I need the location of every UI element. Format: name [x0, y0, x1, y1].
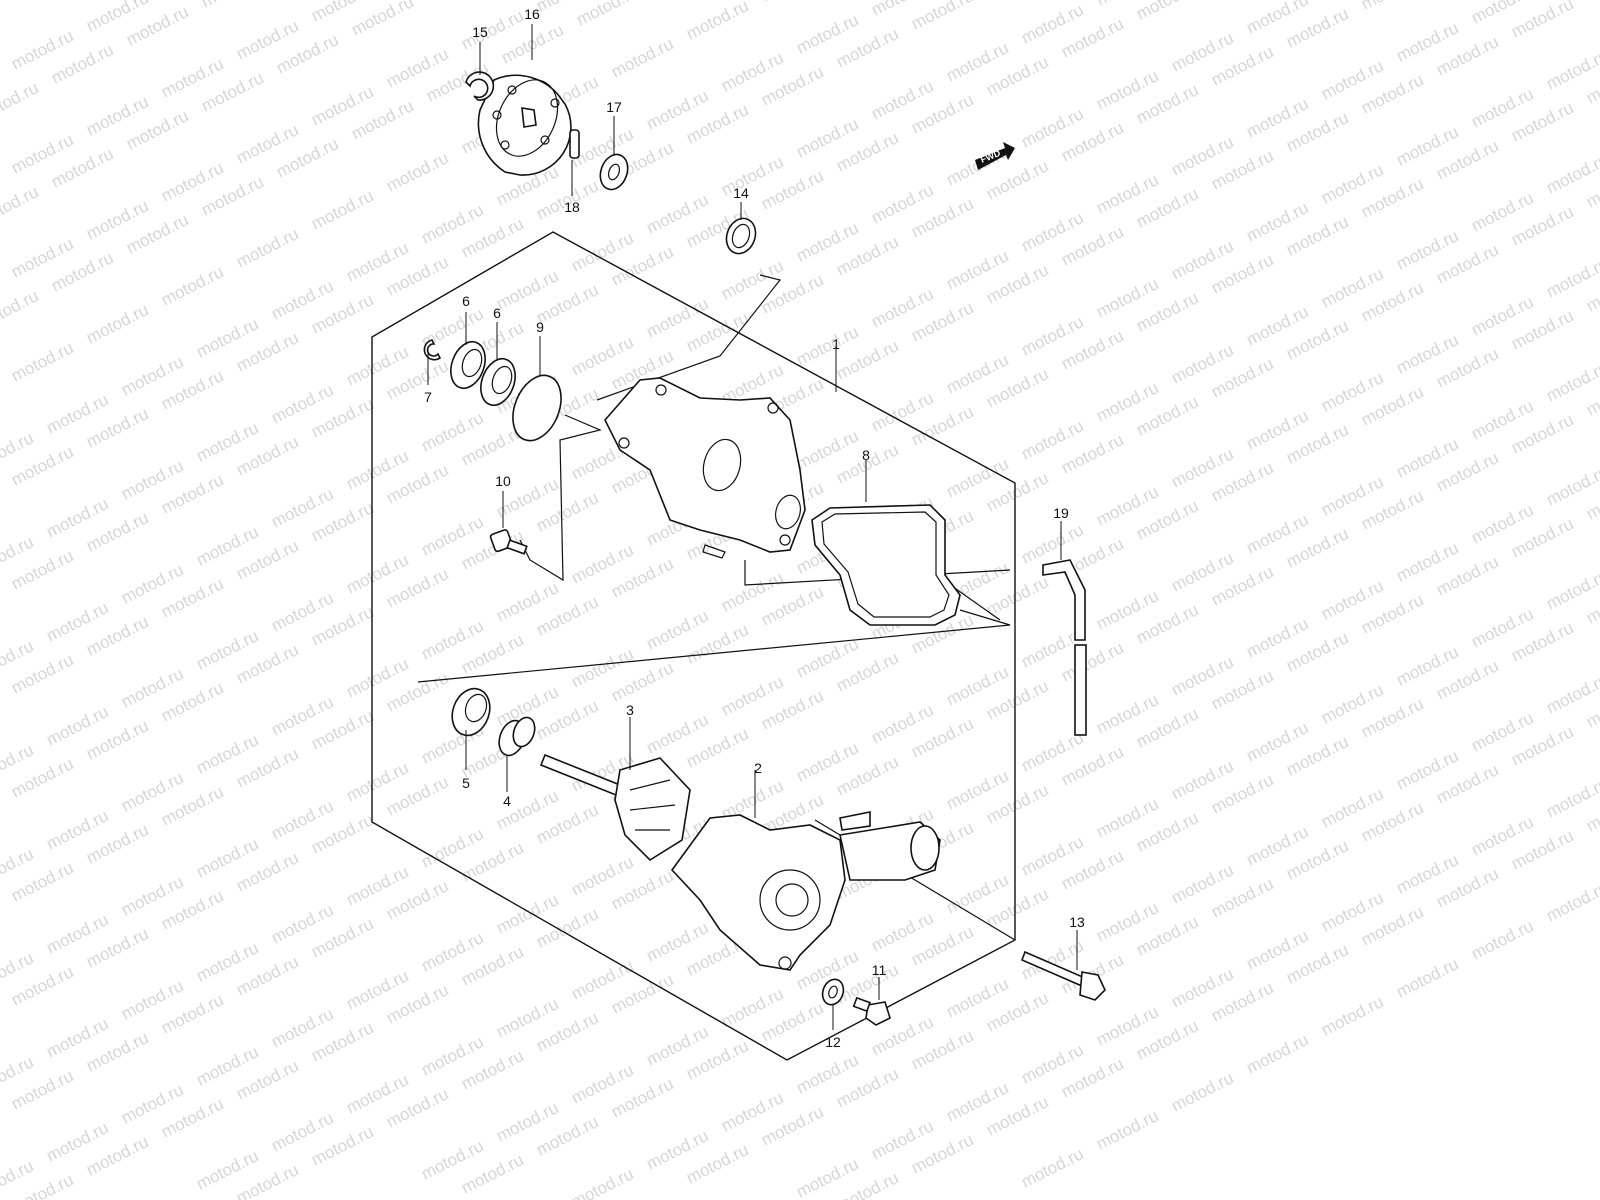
callout-label-10: 10	[495, 473, 511, 489]
callout-label-12: 12	[825, 1034, 841, 1050]
pin-part	[569, 129, 580, 159]
watermark-text: motod.ru	[0, 286, 42, 333]
pump-cover-part	[670, 811, 941, 971]
callout-label-11: 11	[872, 962, 887, 978]
bearing-6b-part	[480, 357, 516, 407]
watermark-text: motod.ru	[0, 78, 42, 125]
watermark-text: motod.ru	[573, 0, 641, 30]
washer-17-part	[599, 153, 629, 191]
callout-label-3: 3	[626, 702, 634, 718]
bolt-11-part	[852, 996, 891, 1026]
watermark-text: motod.ru	[308, 186, 376, 233]
watermark-text: motod.ru	[608, 34, 676, 81]
hose-19-part	[1042, 559, 1087, 736]
watermark-text: motod.ru	[383, 148, 451, 195]
watermark-text: motod.ru	[1358, 0, 1426, 14]
callout-label-8: 8	[862, 447, 870, 463]
watermark-text: motod.ru	[1093, 1106, 1161, 1153]
watermark-text: motod.ru	[1583, 0, 1600, 4]
impeller-3-part	[539, 753, 691, 862]
watermark-text: motod.ru	[348, 0, 416, 40]
callout-label-5: 5	[462, 775, 470, 791]
watermark-text: motod.ru	[758, 0, 826, 6]
gasket-8-part	[811, 504, 961, 626]
watermark-text: motod.ru	[8, 338, 76, 385]
sprocket-part	[477, 74, 572, 176]
watermark-text: motod.ru	[1243, 1030, 1311, 1077]
watermark-text: motod.ru	[233, 224, 301, 271]
watermark-text: motod.ru	[908, 0, 976, 34]
watermark-text: motod.ru	[1393, 954, 1461, 1001]
callout-label-15: 15	[472, 24, 488, 40]
watermark-text: motod.ru	[1468, 916, 1536, 963]
callout-label-18: 18	[564, 199, 580, 215]
callout-label-19: 19	[1053, 505, 1069, 521]
callout-label-16: 16	[524, 6, 540, 22]
watermark-text: motod.ru	[683, 0, 751, 44]
callout-label-1: 1	[832, 336, 840, 352]
watermark-text: motod.ru	[1168, 1068, 1236, 1115]
watermark-text: motod.ru	[158, 262, 226, 309]
watermark-text: motod.ru	[1318, 992, 1386, 1039]
callout-label-6: 6	[462, 293, 470, 309]
callout-label-17: 17	[606, 99, 622, 115]
callout-label-13: 13	[1069, 914, 1085, 930]
watermark-text: motod.ru	[198, 0, 266, 12]
watermark-text: motod.ru	[0, 182, 42, 229]
watermark-text: motod.ru	[83, 300, 151, 347]
callout-label-4: 4	[503, 793, 511, 809]
bolt-13-part	[1020, 950, 1106, 1001]
callout-label-14: 14	[733, 185, 749, 201]
callout-label-9: 9	[536, 319, 544, 335]
watermark-text: motod.ru	[1543, 878, 1600, 925]
callout-label-2: 2	[754, 760, 762, 776]
bolt-10-part	[489, 529, 528, 555]
circlip-part	[465, 71, 495, 101]
watermark-text: motod.ru	[1133, 0, 1201, 24]
oil-seal-5-part	[451, 687, 491, 737]
assembly-box	[371, 231, 1016, 1061]
pump-case-part	[604, 377, 806, 559]
callout-label-6: 6	[493, 305, 501, 321]
watermark-text: motod.ru	[568, 1164, 636, 1200]
callout-label-7: 7	[424, 389, 432, 405]
mech-seal-4-part	[498, 716, 536, 757]
watermark-text: motod.ru	[1018, 1144, 1086, 1191]
oring-9-part	[512, 374, 562, 442]
washer-12-part	[821, 978, 845, 1006]
bearing-6a-part	[450, 340, 486, 390]
